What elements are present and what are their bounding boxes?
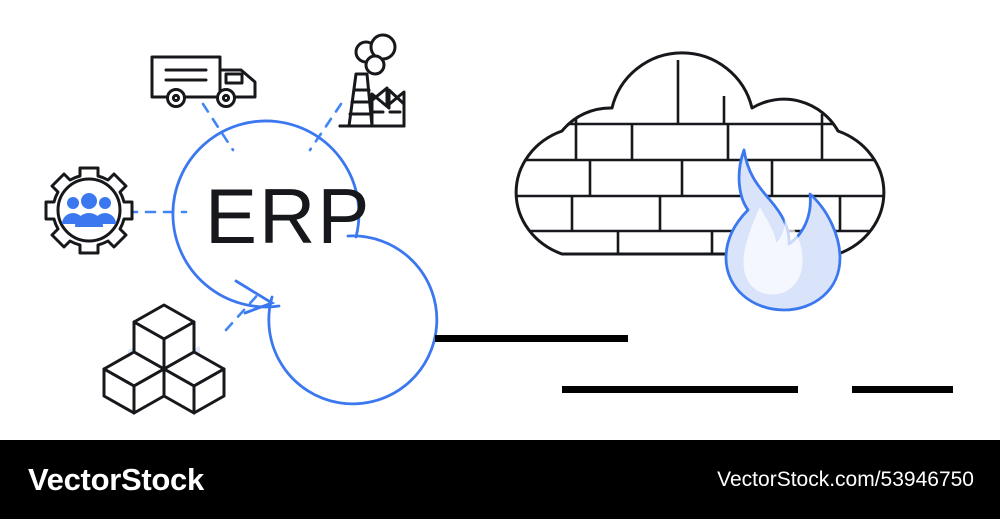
person-right-head xyxy=(99,197,111,209)
dashed-connector-lines xyxy=(126,102,343,332)
connector-boxes xyxy=(224,288,264,332)
placeholder-bar-3 xyxy=(852,386,953,393)
watermark-footer: VectorStock VectorStock.com/53946750 xyxy=(0,440,1000,519)
vectorstock-brand-label: VectorStock xyxy=(28,461,204,497)
vector-illustration: ERP xyxy=(44,33,953,415)
person-center-head xyxy=(81,193,97,209)
box-top xyxy=(132,303,196,371)
gear-inner-circle xyxy=(56,177,122,243)
truck-cargo-box xyxy=(150,55,222,99)
truck-wheel-front xyxy=(216,88,236,108)
people-group xyxy=(62,193,116,227)
smoke-puff-3 xyxy=(364,54,386,76)
cloud-firewall xyxy=(514,51,886,312)
delivery-truck-icon xyxy=(150,55,257,108)
person-center-body xyxy=(75,213,103,227)
stacked-boxes-icon xyxy=(102,303,226,415)
box-bottom-right xyxy=(162,350,226,415)
ring-inner xyxy=(267,234,439,406)
placeholder-bar-2 xyxy=(562,386,798,393)
circular-arrow xyxy=(171,119,439,406)
truck-wheel-rear-hub xyxy=(171,93,181,103)
erp-label: ERP xyxy=(205,172,371,260)
factory-icon xyxy=(338,33,406,128)
erp-diagram: ERP xyxy=(44,33,439,415)
placeholder-bar-1 xyxy=(435,335,628,342)
truck-window xyxy=(224,72,244,85)
arrowhead xyxy=(234,279,276,315)
connector-truck xyxy=(201,102,235,152)
connector-factory xyxy=(308,102,343,152)
box-br-right-face xyxy=(192,367,226,415)
text-placeholder-bars xyxy=(435,335,953,393)
vectorstock-url-label: VectorStock.com/53946750 xyxy=(717,467,974,491)
flame-icon xyxy=(724,148,842,312)
person-left-head xyxy=(67,197,79,209)
truck-wheel-front-hub xyxy=(221,93,231,103)
ring-outer xyxy=(171,119,361,309)
factory-chimney xyxy=(347,72,374,128)
gear-people-icon xyxy=(44,166,134,255)
flame-inner xyxy=(743,206,803,295)
truck-wheel-rear xyxy=(166,88,186,108)
artboard: ERP xyxy=(44,33,953,415)
